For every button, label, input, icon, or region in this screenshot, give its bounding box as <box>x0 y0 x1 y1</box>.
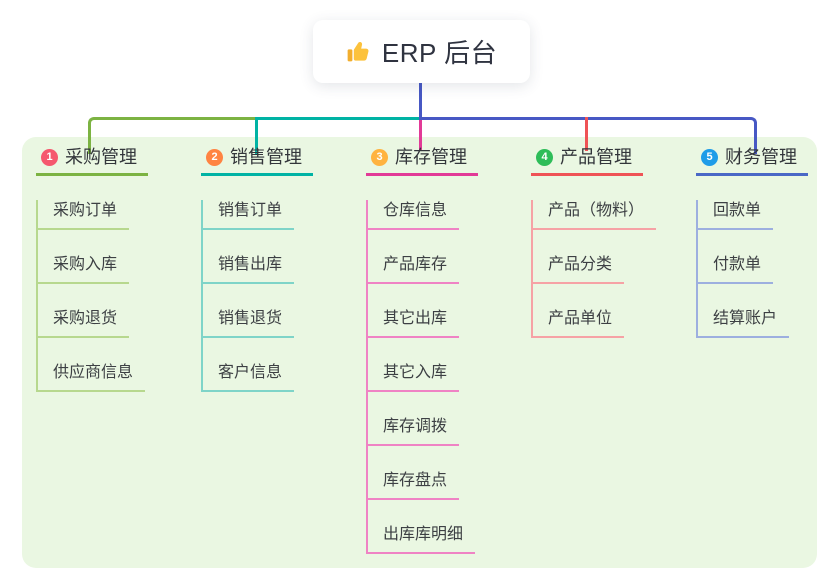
branch-5-header[interactable]: 5 财务管理 <box>696 146 808 176</box>
branch-2-children: 销售订单销售出库销售退货客户信息 <box>201 200 313 392</box>
child-node[interactable]: 采购订单 <box>38 200 130 230</box>
child-node[interactable]: 采购退货 <box>38 308 130 338</box>
branch-label: 库存管理 <box>395 147 467 167</box>
child-node[interactable]: 产品分类 <box>533 254 625 284</box>
child-node[interactable]: 付款单 <box>698 254 774 284</box>
root-label: ERP 后台 <box>381 38 498 68</box>
child-node[interactable]: 其它入库 <box>368 362 460 392</box>
branch-4-header[interactable]: 4 产品管理 <box>531 146 643 176</box>
child-node[interactable]: 库存盘点 <box>368 470 460 500</box>
branch-3-children: 仓库信息产品库存其它出库其它入库库存调拨库存盘点出库库明细 <box>366 200 478 554</box>
child-node[interactable]: 销售订单 <box>203 200 295 230</box>
branch-4: 4 产品管理产品（物料） 产品分类产品单位 <box>531 146 657 338</box>
branch-1-children: 采购订单采购入库采购退货供应商信息 <box>36 200 148 392</box>
root-node[interactable]: ERP 后台 <box>313 20 530 83</box>
drop-connector-branch4 <box>585 117 588 151</box>
branch-1: 1 采购管理采购订单采购入库采购退货供应商信息 <box>36 146 148 392</box>
bus-connector-branch2 <box>255 117 424 154</box>
child-node[interactable]: 回款单 <box>698 200 774 230</box>
branches-board <box>22 137 817 568</box>
child-node[interactable]: 产品库存 <box>368 254 460 284</box>
child-node[interactable]: 出库库明细 <box>368 524 476 554</box>
child-node[interactable]: 结算账户 <box>698 308 790 338</box>
drop-connector-branch3 <box>419 120 422 151</box>
branch-4-children: 产品（物料） 产品分类产品单位 <box>531 200 657 338</box>
root-stem-connector <box>419 82 422 120</box>
child-node[interactable]: 供应商信息 <box>38 362 146 392</box>
branch-label: 采购管理 <box>65 147 137 167</box>
branch-5-children: 回款单付款单结算账户 <box>696 200 808 338</box>
branch-number-badge: 4 <box>536 148 553 166</box>
child-node[interactable]: 采购入库 <box>38 254 130 284</box>
bus-connector-branch5 <box>421 117 757 154</box>
child-node[interactable]: 库存调拨 <box>368 416 460 446</box>
branch-2: 2 销售管理销售订单销售出库销售退货客户信息 <box>201 146 313 392</box>
branch-5: 5 财务管理回款单付款单结算账户 <box>696 146 808 338</box>
branch-number-badge: 2 <box>206 148 223 166</box>
child-node[interactable]: 销售出库 <box>203 254 295 284</box>
child-node[interactable]: 仓库信息 <box>368 200 460 230</box>
child-node[interactable]: 其它出库 <box>368 308 460 338</box>
branch-3-header[interactable]: 3 库存管理 <box>366 146 478 176</box>
branch-label: 财务管理 <box>725 147 797 167</box>
branch-2-header[interactable]: 2 销售管理 <box>201 146 313 176</box>
child-node[interactable]: 产品（物料） <box>533 200 657 230</box>
child-node[interactable]: 销售退货 <box>203 308 295 338</box>
child-node[interactable]: 产品单位 <box>533 308 625 338</box>
branch-number-badge: 5 <box>701 148 718 166</box>
child-node[interactable]: 客户信息 <box>203 362 295 392</box>
branch-1-header[interactable]: 1 采购管理 <box>36 146 148 176</box>
thumbs-up-icon <box>346 39 372 65</box>
branch-3: 3 库存管理仓库信息产品库存其它出库其它入库库存调拨库存盘点出库库明细 <box>366 146 478 554</box>
branch-number-badge: 1 <box>41 148 58 166</box>
branch-number-badge: 3 <box>371 148 388 166</box>
branch-label: 产品管理 <box>560 147 632 167</box>
branch-label: 销售管理 <box>230 147 302 167</box>
bus-connector-branch1 <box>88 117 261 154</box>
